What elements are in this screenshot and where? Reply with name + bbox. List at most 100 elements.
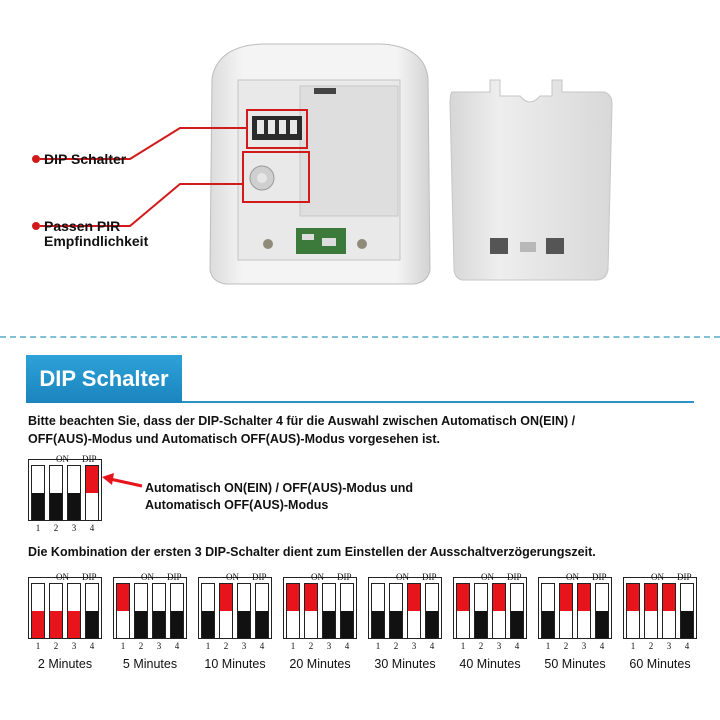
sensor-product-photo: [40, 43, 613, 285]
timer-caption: 40 Minutes: [459, 657, 521, 671]
timer-dip-4-number-1: 1: [290, 641, 296, 651]
timer-dip-7-switch-4: [595, 583, 609, 639]
callout-dot-pir: [32, 222, 40, 230]
timer-dip-5-toggle-2: [390, 611, 402, 638]
timer-dip-3-toggle-4: [256, 611, 268, 638]
timer-dip-7-switch-3: [577, 583, 591, 639]
mode-dip-toggle-1: [32, 493, 44, 520]
callout-dip-schalter: DIP Schalter: [44, 151, 127, 167]
callout-dot-dip: [32, 155, 40, 163]
timer-dip-7-toggle-2: [560, 584, 572, 611]
timer-dip-6-number-1: 1: [460, 641, 466, 651]
mode-dip-toggle-2: [50, 493, 62, 520]
timer-dip-6-switch-3: [492, 583, 506, 639]
timer-dip-7-number-3: 3: [581, 641, 587, 651]
timer-dip-3-number-4: 4: [259, 641, 265, 651]
timer-dip-8-on-label: ON: [651, 572, 664, 582]
timer-dip-4-toggle-4: [341, 611, 353, 638]
timer-dip-1-number-4: 4: [89, 641, 95, 651]
timer-caption: 30 Minutes: [374, 657, 436, 671]
section-underline: [182, 401, 694, 403]
mode-description-line2: Automatisch OFF(AUS)-Modus: [145, 498, 329, 512]
mode-dip-number-4: 4: [89, 523, 95, 533]
timer-dip-6-toggle-2: [475, 611, 487, 638]
timer-caption: 10 Minutes: [204, 657, 266, 671]
timer-dip-2-switch-4: [170, 583, 184, 639]
timer-dip-4-switch-1: [286, 583, 300, 639]
timer-dip-1-number-1: 1: [35, 641, 41, 651]
timer-dip-3-toggle-3: [238, 611, 250, 638]
timer-dip-5-number-3: 3: [411, 641, 417, 651]
timer-caption: 60 Minutes: [629, 657, 691, 671]
timer-dip-5-switch-4: [425, 583, 439, 639]
timer-dip-2-on-label: ON: [141, 572, 154, 582]
timer-dip-8-switch-4: [680, 583, 694, 639]
timer-dip-1-switch-1: [31, 583, 45, 639]
timer-dip-4-switch-3: [322, 583, 336, 639]
mode-description-line1: Automatisch ON(EIN) / OFF(AUS)-Modus und: [145, 481, 414, 495]
section-divider: [0, 336, 720, 338]
timer-dip-8-number-1: 1: [630, 641, 636, 651]
timer-dip-6-toggle-1: [457, 584, 469, 611]
timer-dip-3-number-2: 2: [223, 641, 229, 651]
combination-note: Die Kombination der ersten 3 DIP-Schalte…: [28, 545, 596, 559]
timer-dip-2-toggle-4: [171, 611, 183, 638]
timer-dip-6-switch-4: [510, 583, 524, 639]
timer-dip-8-switch-3: [662, 583, 676, 639]
timer-dip-3-toggle-2: [220, 584, 232, 611]
dip4-note-line1: Bitte beachten Sie, dass der DIP-Schalte…: [28, 414, 576, 428]
timer-dip-1-toggle-4: [86, 611, 98, 638]
timer-dip-6-number-4: 4: [514, 641, 520, 651]
timer-dip-7-toggle-1: [542, 611, 554, 638]
mode-dip-toggle-4: [86, 466, 98, 493]
timer-dip-1-toggle-1: [32, 611, 44, 638]
timer-dip-2-switch-3: [152, 583, 166, 639]
timer-dip-1-number-3: 3: [71, 641, 77, 651]
mode-dip-switch-1: [31, 465, 45, 521]
timer-dip-7-switch-2: [559, 583, 573, 639]
timer-dip-1-toggle-2: [50, 611, 62, 638]
timer-dip-8-toggle-3: [663, 584, 675, 611]
mode-dip-number-3: 3: [71, 523, 77, 533]
timer-dip-7-number-4: 4: [599, 641, 605, 651]
timer-dip-4-switch-4: [340, 583, 354, 639]
timer-dip-1-switch-3: [67, 583, 81, 639]
timer-caption: 20 Minutes: [289, 657, 351, 671]
timer-dip-7-on-label: ON: [566, 572, 579, 582]
timer-dip-6-on-label: ON: [481, 572, 494, 582]
timer-dip-7-number-1: 1: [545, 641, 551, 651]
timer-dip-8-toggle-1: [627, 584, 639, 611]
timer-dip-7-toggle-4: [596, 611, 608, 638]
timer-dip-3-switch-1: [201, 583, 215, 639]
timer-dip-2-switch-1: [116, 583, 130, 639]
timer-dip-8-dip-label: DIP: [677, 572, 692, 582]
timer-dip-5-number-2: 2: [393, 641, 399, 651]
timer-dip-6-number-2: 2: [478, 641, 484, 651]
timer-dip-6-number-3: 3: [496, 641, 502, 651]
timer-dip-2-number-1: 1: [120, 641, 126, 651]
timer-caption: 50 Minutes: [544, 657, 606, 671]
timer-dip-1-number-2: 2: [53, 641, 59, 651]
timer-dip-4-toggle-3: [323, 611, 335, 638]
mode-dip-on-label: ON: [56, 454, 69, 464]
timer-dip-8-number-2: 2: [648, 641, 654, 651]
timer-dip-2-toggle-3: [153, 611, 165, 638]
timer-dip-5-dip-label: DIP: [422, 572, 437, 582]
timer-dip-1-toggle-3: [68, 611, 80, 638]
timer-dip-5-switch-1: [371, 583, 385, 639]
timer-dip-1-on-label: ON: [56, 572, 69, 582]
timer-dip-7-toggle-3: [578, 584, 590, 611]
section-title: DIP Schalter: [26, 355, 182, 403]
timer-dip-6-toggle-3: [493, 584, 505, 611]
timer-dip-4-switch-2: [304, 583, 318, 639]
timer-dip-2-dip-label: DIP: [167, 572, 182, 582]
mode-dip-dip-label: DIP: [82, 454, 97, 464]
timer-dip-2-number-4: 4: [174, 641, 180, 651]
timer-dip-7-dip-label: DIP: [592, 572, 607, 582]
timer-dip-4-toggle-1: [287, 584, 299, 611]
timer-dip-5-switch-3: [407, 583, 421, 639]
